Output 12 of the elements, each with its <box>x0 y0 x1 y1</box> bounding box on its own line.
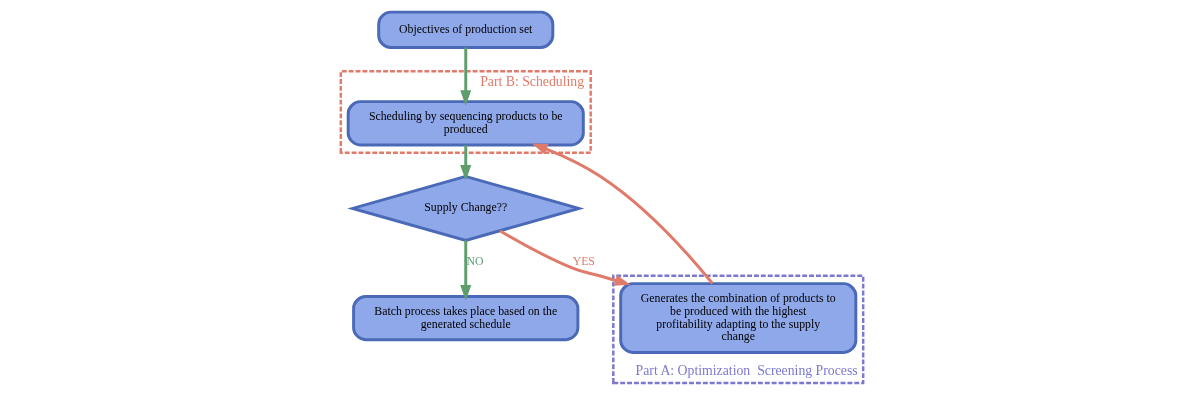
node-box: Scheduling by sequencing products to be produced <box>346 100 585 147</box>
node-diamond: Supply Change?? <box>346 174 584 242</box>
node-box: Batch process takes place based on the generated schedule <box>351 294 579 342</box>
node-box: Objectives of production set <box>376 10 554 49</box>
edge-label: NO <box>466 253 484 268</box>
arrow <box>498 229 631 286</box>
edge-label: YES <box>572 253 595 268</box>
arrow <box>459 47 471 106</box>
arrow <box>531 143 714 285</box>
arrow <box>459 145 471 181</box>
arrow <box>459 240 471 301</box>
node-box: Generates the combination of products to be produced with the highest profitability adapting to the supply change <box>618 282 857 354</box>
